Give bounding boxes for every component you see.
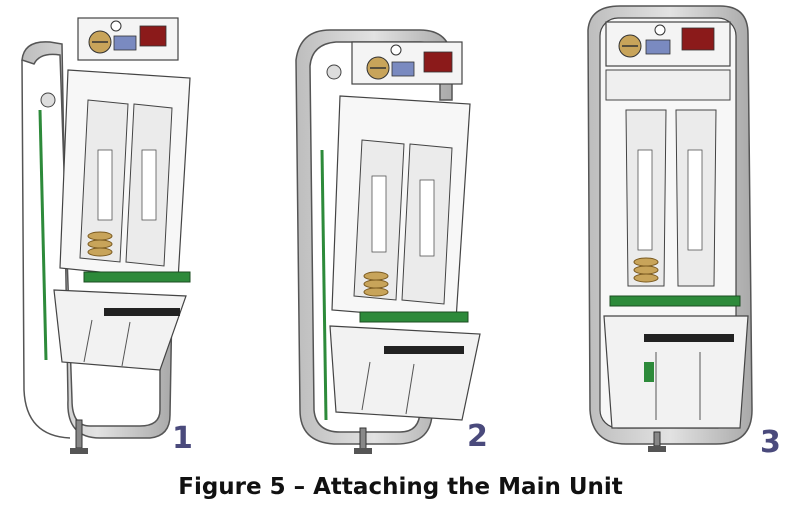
pcb xyxy=(609,295,741,307)
pcb xyxy=(83,271,191,283)
unit-step-2 xyxy=(295,29,481,454)
step-number-3: 3 xyxy=(760,425,781,460)
terminal-block-icon xyxy=(139,25,167,47)
figure-caption: Figure 5 – Attaching the Main Unit xyxy=(178,474,623,500)
spring-icon xyxy=(633,257,659,283)
dial-icon xyxy=(40,92,56,108)
spring-icon xyxy=(87,231,113,257)
front-cover xyxy=(603,315,749,429)
pcb xyxy=(359,311,469,323)
step-number-1: 1 xyxy=(172,421,193,456)
assembly-figure xyxy=(21,5,753,454)
terminal-block-icon xyxy=(423,51,453,73)
front-cover xyxy=(329,325,481,421)
step-number-2: 2 xyxy=(467,419,488,454)
unit-step-3 xyxy=(587,5,753,452)
dial-icon xyxy=(326,64,342,80)
spring-icon xyxy=(363,271,389,297)
terminal-block-icon xyxy=(681,27,715,51)
rear-housing xyxy=(295,29,453,445)
unit-step-1 xyxy=(21,17,191,454)
